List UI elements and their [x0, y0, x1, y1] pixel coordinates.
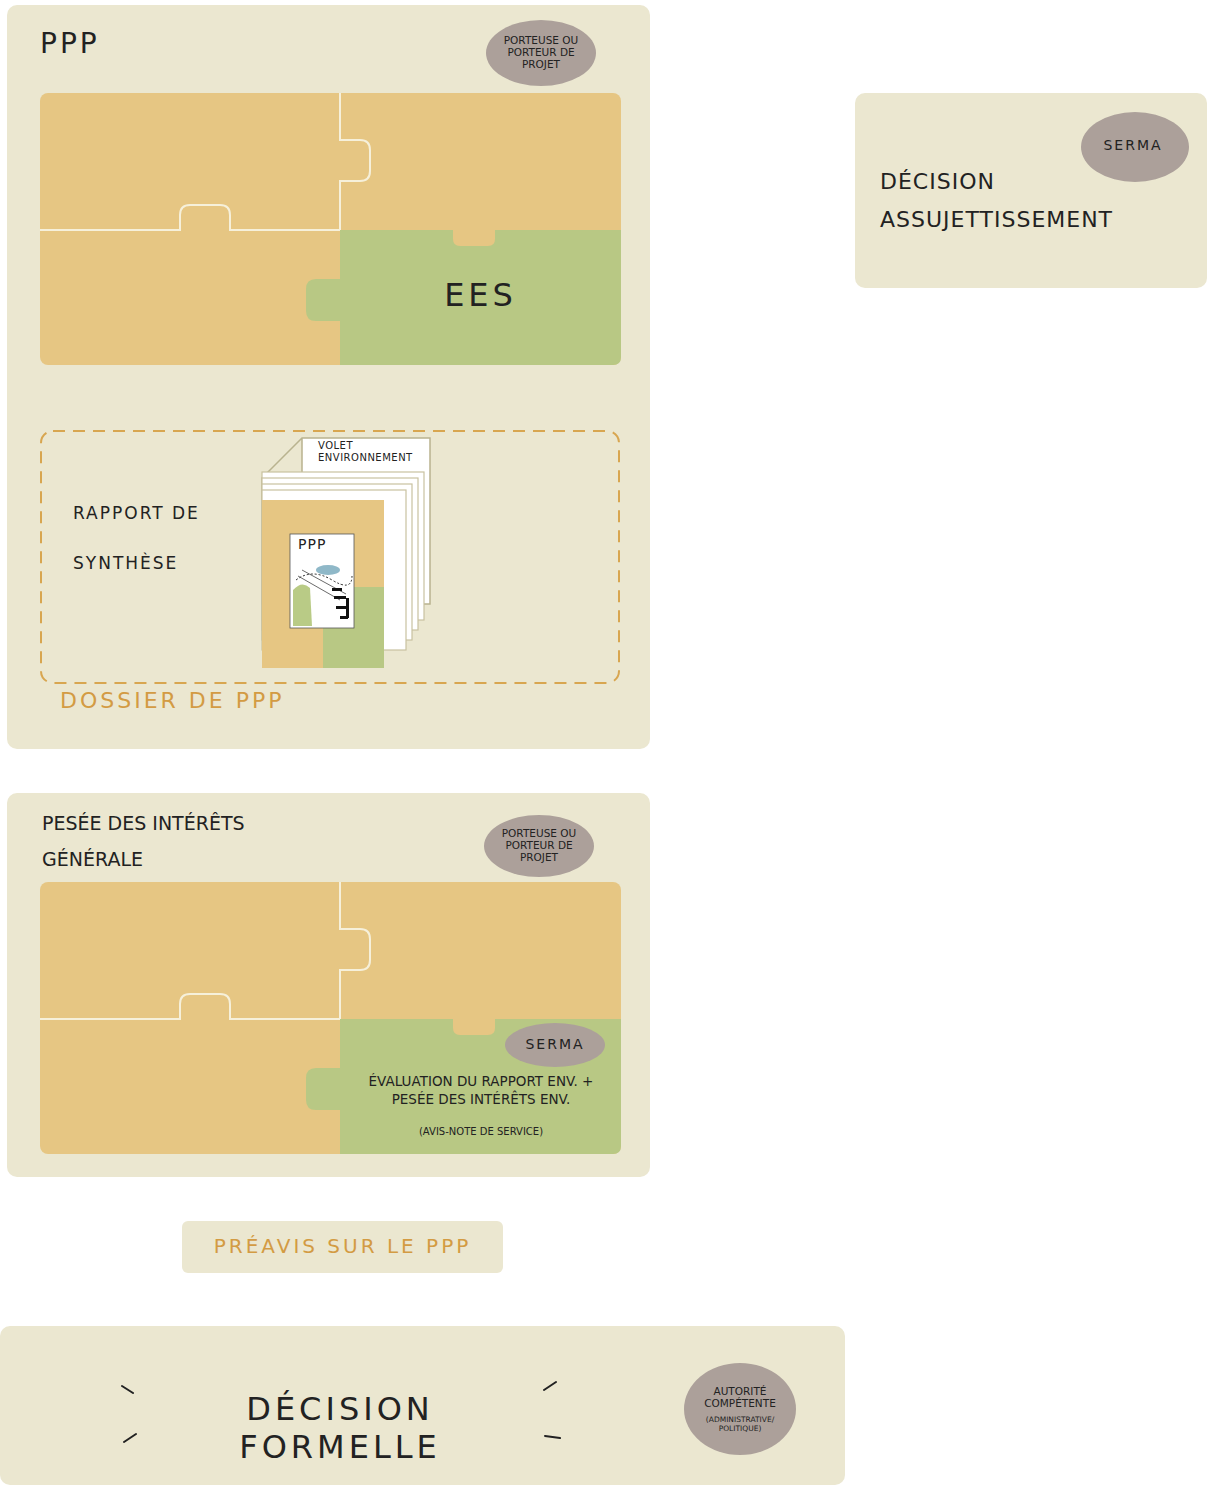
puzzle-illustration: [40, 882, 621, 1154]
text-slot: EES: [340, 276, 621, 314]
text-slot: DÉCISION ASSUJETTISSEMENT: [880, 163, 1190, 239]
pesee-panel: PORTEUSE OU PORTEUR DE PROJET SERMA ÉVALUA…: [7, 793, 650, 1177]
node-text: SERMA: [1081, 137, 1185, 154]
node-text: DÉCISION ASSUJETTISSEMENT: [880, 163, 1190, 239]
decision-panel: SERMA DÉCISION ASSUJETTISSEMENT: [855, 93, 1207, 288]
node-text: PORTEUSE OU PORTEUR DE PROJET: [496, 34, 586, 70]
node-text: ÉVALUATION DU RAPPORT ENV. + PESÉE DES I…: [346, 1072, 616, 1108]
decision-formelle-panel: AUTORITÉ COMPÉTENTE (ADMINISTRATIVE/ POLI…: [0, 1326, 845, 1485]
map-building: [346, 598, 349, 618]
authority-badge: AUTORITÉ COMPÉTENTE (ADMINISTRATIVE/ POLI…: [684, 1363, 796, 1455]
text-slot: PORTEUSE OU PORTEUR DE PROJET: [496, 34, 586, 70]
document-inset: [290, 534, 354, 628]
puzzle-block: EES: [40, 93, 627, 365]
text-slot: (ADMINISTRATIVE/ POLITIQUE): [694, 1415, 786, 1433]
node-text: SERMA: [505, 1036, 605, 1053]
badge-shape: [484, 815, 594, 877]
puzzle-illustration: [40, 93, 621, 365]
document-cover: [262, 500, 384, 668]
text-slot: PORTEUSE OU PORTEUR DE PROJET: [494, 827, 584, 863]
map-line: [298, 570, 346, 600]
node-text: PRÉAVIS SUR LE PPP: [182, 1234, 503, 1258]
puzzle-seam: [40, 93, 370, 230]
text-slot: PPP: [40, 27, 100, 61]
node-text: RAPPORT DE SYNTHÈSE: [73, 488, 213, 588]
map-building: [336, 606, 346, 609]
ppp-panel: PORTEUSE OU PORTEUR DE PROJET EES RAPPORT …: [7, 5, 650, 749]
puzzle-piece: [40, 93, 621, 365]
serma-badge: SERMA: [505, 1023, 605, 1067]
text-slot: RAPPORT DE SYNTHÈSE: [73, 488, 213, 588]
text-slot: (AVIS-NOTE DE SERVICE): [346, 1126, 616, 1138]
text-slot: PESÉE DES INTÉRÊTS GÉNÉRALE: [42, 805, 302, 877]
node-text: PORTEUSE OU PORTEUR DE PROJET: [494, 827, 584, 863]
document-label: VOLET ENVIRONNEMENT: [318, 440, 426, 464]
node-subtext: (ADMINISTRATIVE/ POLITIQUE): [694, 1415, 786, 1433]
badge-shape: [505, 1023, 605, 1067]
map-green: [293, 584, 312, 626]
text-slot: SERMA: [1081, 137, 1185, 154]
node-text: DÉCISION FORMELLE: [140, 1390, 540, 1467]
dossier-box: RAPPORT DE SYNTHÈSEDOSSIER DE PPPVOLET E…: [40, 430, 620, 684]
map-building: [332, 588, 342, 591]
document-illustration: [262, 438, 430, 668]
text-slot: DÉCISION FORMELLE: [140, 1390, 540, 1467]
label-slot: VOLET ENVIRONNEMENT: [318, 440, 426, 464]
dashed-border: [41, 431, 619, 683]
map-water: [316, 565, 340, 575]
serma-badge: SERMA: [1081, 112, 1189, 182]
text-slot: SERMA: [505, 1036, 605, 1053]
badge-shape: [684, 1363, 796, 1455]
badge-shape: [1081, 112, 1189, 182]
role-badge: PORTEUSE OU PORTEUR DE PROJET: [486, 20, 596, 86]
document-label: PPP: [298, 536, 350, 553]
puzzle-piece-green: [306, 230, 621, 365]
label-slot: PPP: [298, 536, 350, 553]
map-building: [334, 596, 346, 599]
node-text: EES: [340, 276, 621, 314]
node-subtext: DOSSIER DE PPP: [60, 688, 285, 714]
role-badge: PORTEUSE OU PORTEUR DE PROJET: [484, 815, 594, 877]
node-text: AUTORITÉ COMPÉTENTE: [692, 1385, 788, 1409]
text-slot: AUTORITÉ COMPÉTENTE: [692, 1385, 788, 1409]
puzzle-block: SERMA ÉVALUATION DU RAPPORT ENV. + PESÉE …: [40, 882, 621, 1154]
node-subtext: (AVIS-NOTE DE SERVICE): [346, 1126, 616, 1138]
badge-shape: [486, 20, 596, 86]
text-slot: PRÉAVIS SUR LE PPP: [182, 1234, 503, 1258]
puzzle-piece-green: [306, 1019, 621, 1154]
node-text: PPP: [40, 27, 100, 61]
puzzle-seam: [40, 882, 370, 1019]
text-slot: DOSSIER DE PPP: [60, 688, 285, 714]
puzzle-piece: [40, 882, 621, 1154]
node-text: PESÉE DES INTÉRÊTS GÉNÉRALE: [42, 805, 302, 877]
preavis-band: PRÉAVIS SUR LE PPP: [182, 1221, 503, 1273]
text-slot: ÉVALUATION DU RAPPORT ENV. + PESÉE DES I…: [346, 1072, 616, 1108]
